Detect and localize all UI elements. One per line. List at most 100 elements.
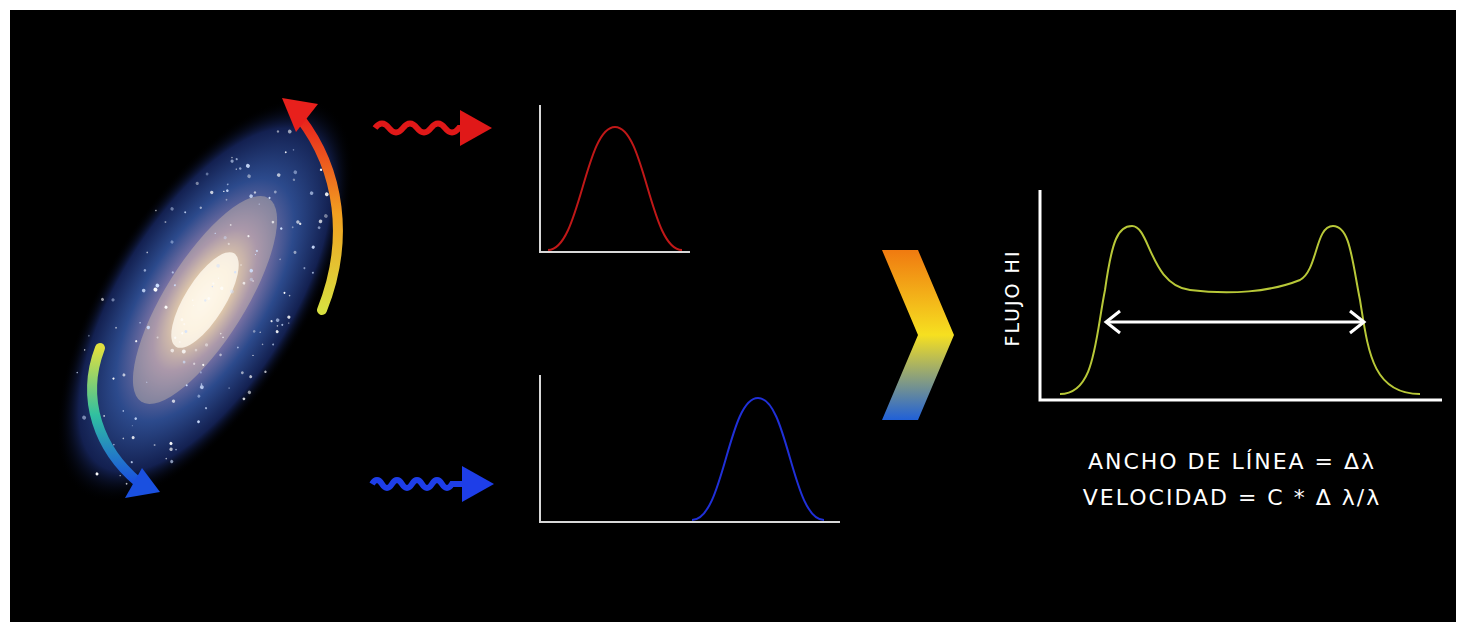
star [164,221,167,224]
star [139,322,141,324]
star [255,254,257,256]
star [132,425,134,427]
star [293,170,298,175]
star [223,236,227,240]
star [184,330,188,334]
star [252,330,256,334]
star [311,245,315,249]
star [226,189,230,193]
star [194,348,198,352]
star [209,190,214,195]
star [288,322,290,324]
star [122,373,126,377]
star [317,226,321,230]
star [135,340,138,343]
star [113,444,115,446]
formula-text: ANCHO DE LÍNEA = Δλ [1088,449,1376,474]
star [169,447,174,452]
star [264,370,267,373]
star [171,271,174,274]
axis-label: FLUJO HI [1001,250,1023,347]
star [238,167,242,171]
star [249,375,253,379]
star [204,343,208,347]
star [261,343,263,345]
star [200,383,202,385]
star [111,298,115,302]
star [153,444,156,447]
star [303,267,306,270]
star [175,448,177,450]
star [268,196,271,199]
star [211,286,213,288]
red-wave [375,124,471,133]
star [218,277,220,279]
arrow-head [1106,311,1120,333]
star [324,192,329,197]
arrow-head [125,468,160,498]
star [225,199,227,201]
star [287,315,291,319]
star [287,129,292,134]
star [146,381,148,383]
plot-axes [540,105,690,252]
star [273,190,277,194]
blue-line-profile [692,398,824,520]
star [112,377,115,380]
arrow-head [1350,311,1364,333]
star [171,399,176,404]
star [174,336,177,339]
star [193,305,195,307]
star [183,323,186,326]
star [125,483,127,485]
arrow-head [460,110,492,146]
star [275,330,279,334]
star [212,282,215,285]
star [272,343,275,346]
star [119,475,121,477]
arrow-head [282,98,318,132]
star [220,333,222,335]
star [219,286,224,291]
star [155,283,160,288]
star [156,336,159,339]
star [291,226,293,228]
star [219,353,223,357]
star [276,173,281,178]
star [181,349,187,355]
star [285,151,287,153]
star [81,415,87,421]
star [252,355,254,357]
star [292,149,294,151]
star [131,436,135,440]
star [229,224,231,226]
star [247,174,252,179]
star [202,363,205,366]
star [318,219,323,224]
star [283,291,286,294]
star [143,269,147,273]
star [280,227,283,230]
star [170,240,174,244]
blue-wave [372,480,464,488]
star [205,172,209,176]
star [88,335,90,337]
star [249,194,254,199]
star [76,372,78,374]
star [197,394,201,398]
chevron-arrow [882,250,954,420]
star [146,251,148,253]
star [181,332,184,335]
star [223,190,225,192]
star [276,325,278,327]
star [245,163,251,169]
rotation-arrow [300,118,338,310]
star [311,271,314,274]
star [242,397,246,401]
star [185,384,188,387]
star [122,410,124,412]
star [296,220,301,225]
star [169,441,173,445]
